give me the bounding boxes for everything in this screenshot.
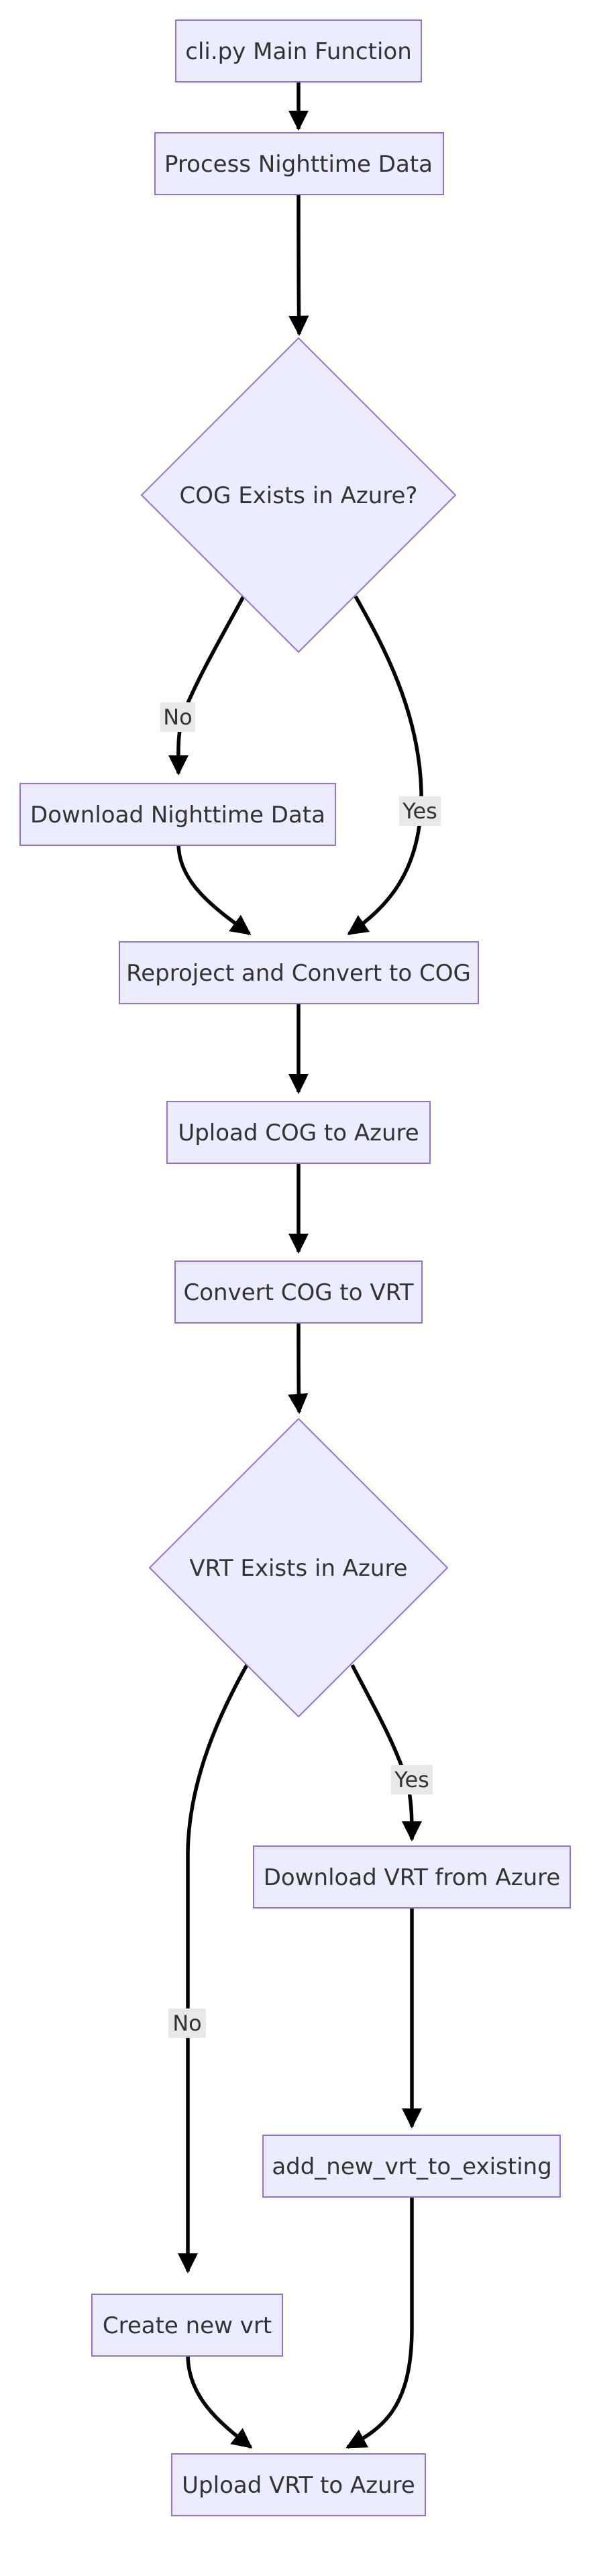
svg-text:No: No xyxy=(172,2010,202,2036)
edge-cog-exists-to-download xyxy=(168,595,246,776)
node-upload-vrt[interactable]: Upload VRT to Azure xyxy=(171,2453,426,2516)
edge-add-new-to-upload-vrt xyxy=(345,2196,414,2449)
node-vrt-exists[interactable]: VRT Exists in Azure xyxy=(148,1417,449,1718)
svg-text:add_new_vrt_to_existing: add_new_vrt_to_existing xyxy=(272,2153,551,2180)
svg-text:Yes: Yes xyxy=(394,1767,429,1792)
edge-vrt-exists-to-create-vrt xyxy=(177,1664,249,2274)
svg-text:No: No xyxy=(163,704,193,730)
edge-create-vrt-to-upload-vrt xyxy=(186,2354,253,2449)
svg-text:Convert COG to VRT: Convert COG to VRT xyxy=(183,1279,413,1306)
node-cog-exists[interactable]: COG Exists in Azure? xyxy=(140,337,457,653)
node-download[interactable]: Download Nighttime Data xyxy=(19,783,336,846)
svg-text:Yes: Yes xyxy=(402,798,437,824)
node-convert-vrt[interactable]: Convert COG to VRT xyxy=(174,1260,423,1324)
svg-text:Download VRT from Azure: Download VRT from Azure xyxy=(264,1864,561,1891)
edge-label-cog-yes: Yes xyxy=(399,796,441,826)
svg-text:VRT Exists in Azure: VRT Exists in Azure xyxy=(189,1555,407,1582)
svg-text:Upload VRT to Azure: Upload VRT to Azure xyxy=(182,2472,415,2499)
node-reproject[interactable]: Reproject and Convert to COG xyxy=(119,941,479,1004)
edges xyxy=(168,75,423,2449)
svg-text:Create new vrt: Create new vrt xyxy=(103,2312,272,2339)
svg-text:Download Nighttime Data: Download Nighttime Data xyxy=(30,802,325,828)
node-upload-cog[interactable]: Upload COG to Azure xyxy=(166,1101,431,1164)
svg-text:Upload COG to Azure: Upload COG to Azure xyxy=(178,1120,419,1146)
node-create-vrt[interactable]: Create new vrt xyxy=(91,2294,283,2357)
edge-label-vrt-yes: Yes xyxy=(391,1765,433,1794)
edge-label-vrt-no: No xyxy=(168,2008,206,2038)
node-add-new[interactable]: add_new_vrt_to_existing xyxy=(262,2135,561,2198)
svg-text:cli.py Main Function: cli.py Main Function xyxy=(185,38,412,65)
svg-text:Process Nighttime Data: Process Nighttime Data xyxy=(164,151,433,178)
edge-cog-exists-to-reproject xyxy=(347,595,423,936)
svg-text:COG Exists in Azure?: COG Exists in Azure? xyxy=(180,482,418,509)
edge-label-cog-no: No xyxy=(160,702,195,732)
edge-vrt-exists-to-download-vrt xyxy=(350,1664,423,1842)
node-main[interactable]: cli.py Main Function xyxy=(175,19,422,83)
node-download-vrt[interactable]: Download VRT from Azure xyxy=(253,1845,571,1909)
svg-text:Reproject and Convert to COG: Reproject and Convert to COG xyxy=(126,960,471,987)
node-process[interactable]: Process Nighttime Data xyxy=(154,132,444,195)
edge-download-to-reproject xyxy=(176,843,252,936)
